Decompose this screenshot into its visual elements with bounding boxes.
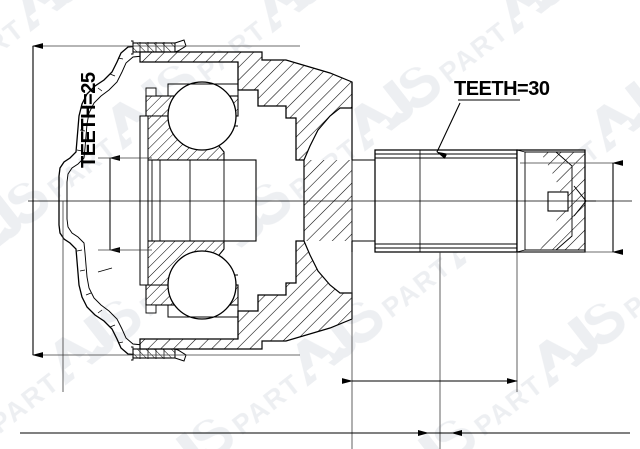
annotation-teeth-inner: TEETH=25 (78, 72, 100, 168)
rubber-boot (58, 45, 144, 356)
leader-teeth-inner (97, 267, 113, 273)
dimension-inner-vertical (98, 155, 152, 253)
annotation-teeth-outer: TEETH=30 (454, 78, 550, 100)
ball-bearing-lower (167, 250, 237, 320)
leader-teeth-outer (436, 99, 520, 159)
dimension-bottom-overall (20, 430, 630, 436)
outer-race-housing (139, 51, 353, 350)
ball-bearing-upper (167, 81, 237, 151)
construction-lines (33, 45, 613, 449)
